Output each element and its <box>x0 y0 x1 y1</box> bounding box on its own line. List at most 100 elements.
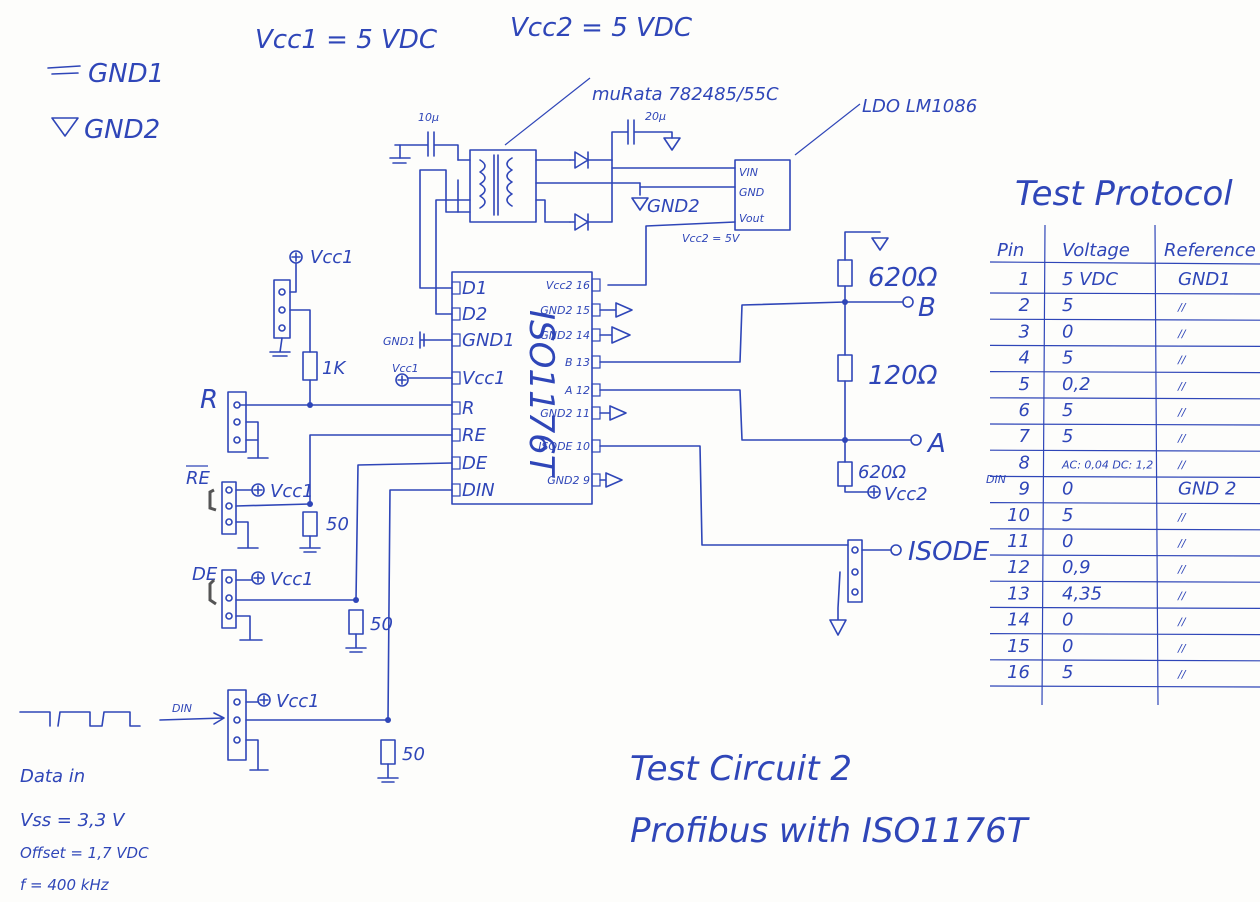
r120-label: 120Ω <box>868 361 938 391</box>
row-reference: // <box>1177 432 1187 445</box>
vcc1-top-plus <box>291 252 301 262</box>
vcc1-pin-label: Vcc1 <box>392 362 419 375</box>
row-reference: // <box>1177 511 1187 524</box>
din-wire <box>387 489 453 721</box>
row-divider <box>989 606 1260 610</box>
table-header-divider <box>989 261 1260 265</box>
row-reference: // <box>1177 301 1187 314</box>
ic-name: ISO1176T <box>521 310 561 478</box>
gnd1-legend: GND1 <box>47 59 164 89</box>
ldo-label: LDO LM1086 <box>862 96 977 117</box>
b-label: B <box>918 293 936 323</box>
diode-bottom <box>569 159 613 231</box>
ic-right-pin-box <box>591 328 601 342</box>
row-reference: GND1 <box>1178 269 1231 290</box>
cap-in-label: 10µ <box>418 111 439 124</box>
row-voltage: 0,2 <box>1062 374 1091 395</box>
row-pin: 12 <box>1007 557 1030 578</box>
row-voltage: 4,35 <box>1062 583 1102 604</box>
r50-re-label: 50 <box>326 514 349 535</box>
row-divider <box>989 659 1260 662</box>
a-label: A <box>926 429 946 459</box>
row-divider <box>989 554 1260 557</box>
ic-right-pin-box <box>591 406 601 420</box>
ic-left-pin-label: Vcc1 <box>462 368 506 389</box>
ic-left-pin-box <box>451 401 461 415</box>
din-connector <box>227 689 389 771</box>
vcc1-pin-wire <box>397 375 453 385</box>
row-divider <box>989 344 1260 347</box>
gnd1-legend-label: GND1 <box>88 59 164 89</box>
gnd1-pin-label: GND1 <box>383 335 415 348</box>
vcc2-term-wire <box>844 485 879 497</box>
vcc1-de-label: Vcc1 <box>270 569 314 590</box>
row-voltage: 5 <box>1062 400 1073 421</box>
isode-terminal <box>890 544 902 556</box>
row-voltage: 5 <box>1062 662 1073 683</box>
ldo-pointer <box>794 103 861 156</box>
vcc1-supply-label: Vcc1 = 5 VDC <box>255 25 438 55</box>
a12-wire <box>599 389 846 441</box>
gnd2-arrows <box>599 302 633 488</box>
row-voltage: AC: 0,04 DC: 1,2 <box>1061 458 1153 471</box>
row-divider <box>989 292 1260 295</box>
vcc1-din-symbol <box>257 693 271 707</box>
data-in-freq: f = 400 kHz <box>20 876 110 894</box>
square-wave <box>19 711 141 727</box>
row-divider <box>989 318 1260 321</box>
vcc1-de-plus <box>253 573 263 583</box>
ic-right-pin-label: ISODE 10 <box>538 440 590 453</box>
transformer-pointer <box>504 77 591 146</box>
cap-out-label: 20µ <box>645 110 666 123</box>
vcc1-top-label: Vcc1 <box>310 247 354 268</box>
din-junction <box>385 717 391 723</box>
ldo-regulator: VIN GND Vout <box>734 159 791 231</box>
r620-top-label: 620Ω <box>868 263 938 293</box>
r620-bottom-label: 620Ω <box>858 462 906 483</box>
row-pin: 10 <box>1007 505 1030 526</box>
ic-left-pin-box <box>451 281 461 295</box>
ic-left-pin-label: DIN <box>462 480 495 501</box>
d1-wire <box>419 169 459 289</box>
vcc1-din-plus <box>259 695 269 705</box>
b13-wire <box>599 301 846 363</box>
row-voltage: 5 <box>1062 295 1073 316</box>
din-arrow-label: DIN <box>172 702 192 715</box>
protocol-title: Test Protocol <box>1015 174 1233 214</box>
row-pin: 1 <box>1019 269 1030 290</box>
ic-left-pin-label: D2 <box>462 304 487 325</box>
row-pin: 3 <box>1019 321 1030 342</box>
row-voltage: 0 <box>1062 636 1073 657</box>
row-reference: // <box>1177 380 1187 393</box>
top-jumper <box>269 262 311 357</box>
gnd2-legend-label: GND2 <box>84 115 160 145</box>
data-in-title: Data in <box>20 766 85 787</box>
row-divider <box>989 397 1260 400</box>
isode-wire <box>599 445 849 546</box>
r-connector <box>227 391 269 459</box>
ic-right-pin-label: B 13 <box>565 356 590 369</box>
resistor-120 <box>837 354 853 382</box>
b-terminal <box>902 296 914 308</box>
data-in-offset: Offset = 1,7 VDC <box>20 844 149 862</box>
ic-right-pin-box <box>591 355 601 369</box>
de-jumper <box>208 569 357 641</box>
ic-left-pin-label: RE <box>462 425 487 446</box>
ic-right-pin-label: A 12 <box>564 384 590 397</box>
row-divider <box>989 423 1260 426</box>
vcc2-5v-label: Vcc2 = 5V <box>682 232 741 245</box>
d2-wire <box>435 199 471 315</box>
row-reference: // <box>1177 458 1187 471</box>
row-pin: 6 <box>1019 400 1030 421</box>
row-pin: 15 <box>1007 636 1030 657</box>
vcc2-term-label: Vcc2 <box>884 484 928 505</box>
